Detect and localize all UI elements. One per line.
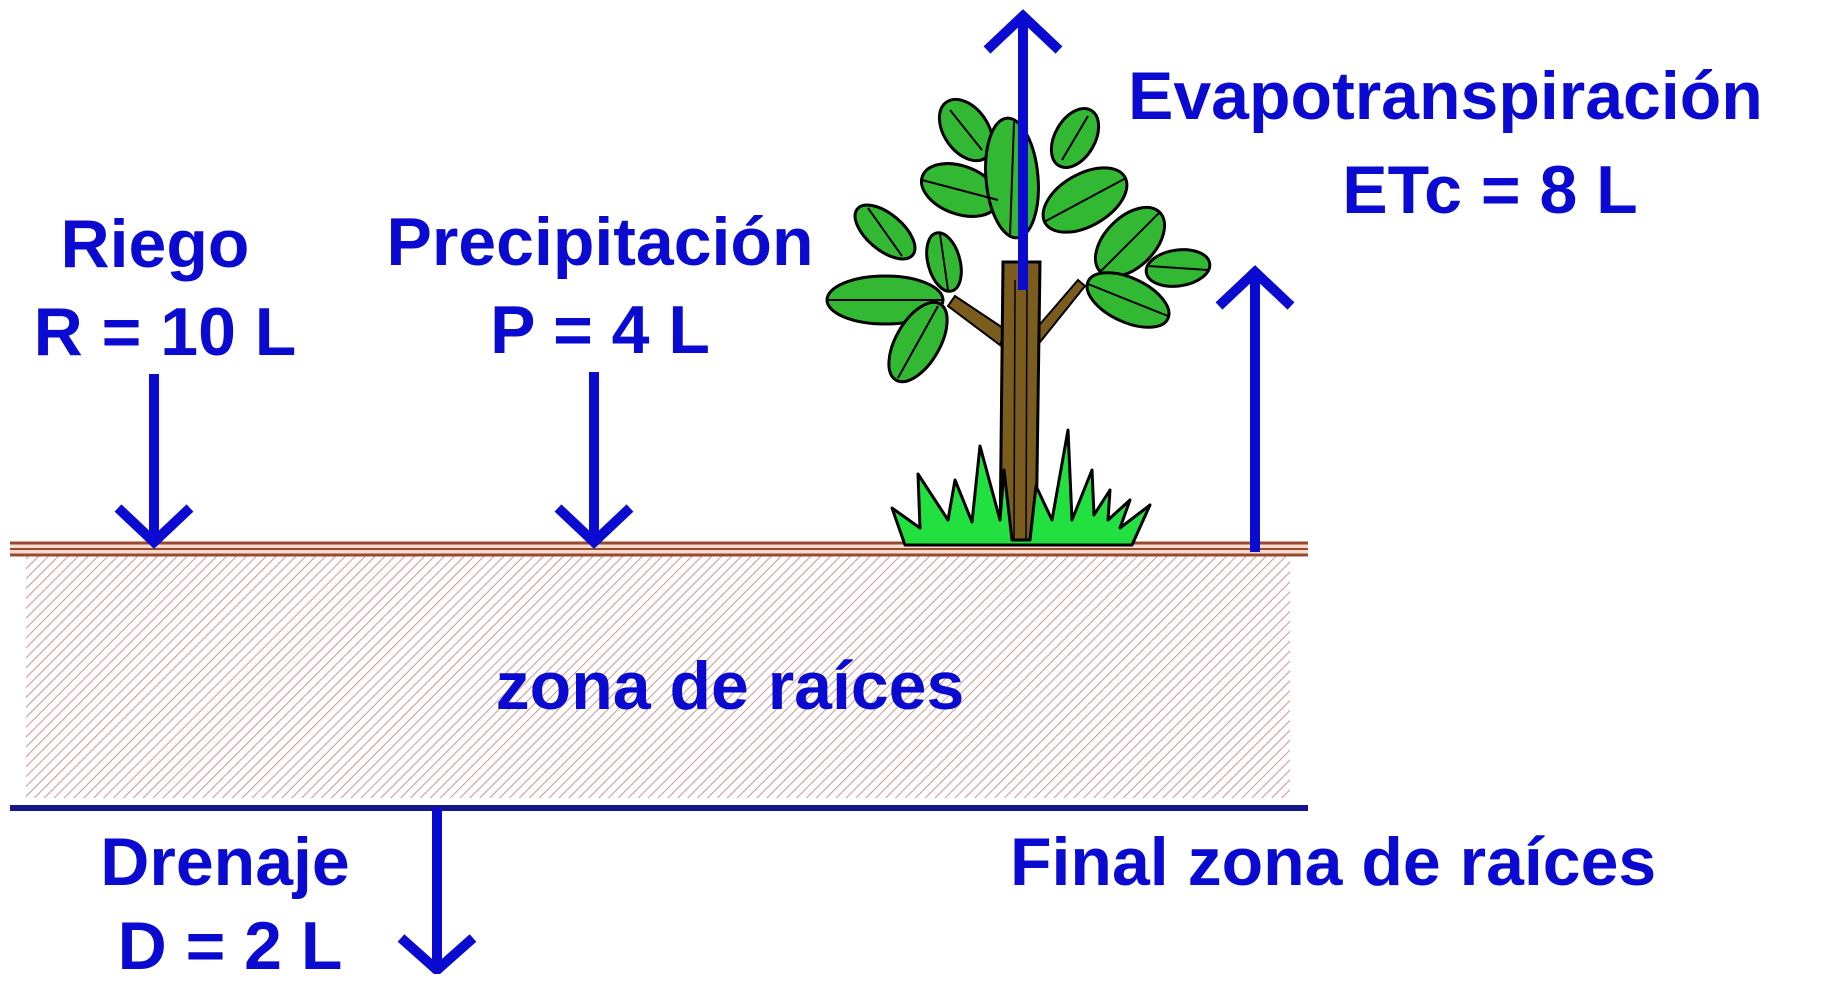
tree-with-grass-icon — [825, 97, 1212, 547]
etc-value: ETc = 8 L — [1342, 152, 1638, 228]
precipitacion-title: Precipitación — [386, 204, 814, 280]
riego-title: Riego — [60, 206, 250, 282]
riego-arrow — [114, 374, 194, 549]
et-soil-arrow — [1215, 265, 1295, 552]
evapotranspiracion-title: Evapotranspiración — [1128, 58, 1763, 134]
precipitacion-arrow — [554, 372, 634, 549]
drenaje-arrow — [397, 808, 477, 974]
riego-value: R = 10 L — [33, 294, 297, 370]
root-zone-label: zona de raíces — [495, 648, 965, 724]
drenaje-title: Drenaje — [100, 824, 350, 900]
precipitacion-value: P = 4 L — [490, 292, 710, 368]
drenaje-value: D = 2 L — [117, 908, 343, 984]
et-plant-arrow — [983, 9, 1063, 290]
soil-root-zone — [26, 553, 1290, 798]
root-zone-end-label: Final zona de raíces — [1010, 824, 1657, 900]
